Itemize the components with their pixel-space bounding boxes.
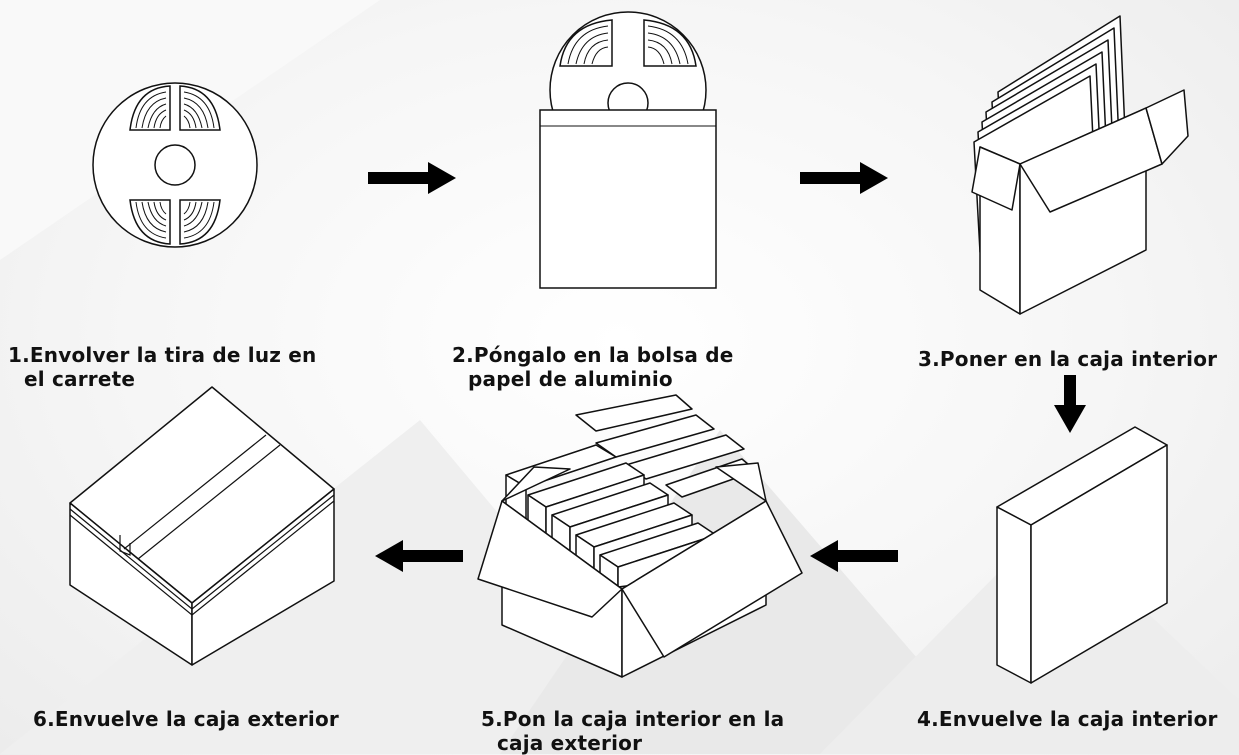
step-5-caption: 5.Pon la caja interior en la caja exteri… (481, 707, 784, 755)
step-4-line1: 4.Envuelve la caja interior (917, 707, 1218, 731)
arrow-right-icon (368, 162, 456, 194)
step-6-line1: 6.Envuelve la caja exterior (33, 707, 339, 731)
step-4-caption: 4.Envuelve la caja interior (917, 707, 1218, 731)
step-2-line1: 2.Póngalo en la bolsa de (452, 343, 734, 367)
outer-box-with-inner-boxes-illustration (476, 405, 806, 680)
step-1-line2: el carrete (24, 367, 136, 391)
step-2-line2: papel de aluminio (468, 367, 673, 391)
step-3-line1: 3.Poner en la caja interior (918, 347, 1218, 371)
step-6-caption: 6.Envuelve la caja exterior (33, 707, 339, 731)
arrow-right-icon (800, 162, 888, 194)
reel-winding (180, 86, 220, 130)
arrow-down-icon (1054, 375, 1086, 433)
step-5-line1: 5.Pon la caja interior en la (481, 707, 785, 731)
arrow-left-icon (810, 540, 898, 572)
reel-winding (180, 200, 220, 244)
closed-inner-box-illustration (995, 425, 1170, 685)
sealed-outer-box-illustration (66, 385, 336, 667)
step-1-line1: 1.Envolver la tira de luz en (8, 343, 317, 367)
reel-illustration (90, 80, 260, 250)
reel-winding (130, 86, 170, 130)
step-3-caption: 3.Poner en la caja interior (918, 347, 1217, 371)
step-2-caption: 2.Póngalo en la bolsa de papel de alumin… (452, 343, 734, 391)
reel-in-bag-illustration (538, 8, 718, 290)
step-1-caption: 1.Envolver la tira de luz en el carrete (8, 343, 316, 391)
step-5-line2: caja exterior (497, 731, 643, 755)
arrow-left-icon (375, 540, 463, 572)
open-inner-box-illustration (970, 12, 1190, 317)
reel-winding (130, 200, 170, 244)
